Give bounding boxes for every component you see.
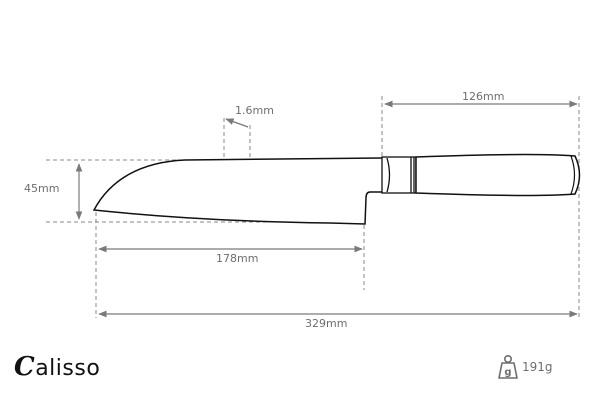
knife-handle bbox=[415, 153, 581, 197]
brand-logo: Calisso bbox=[14, 352, 100, 382]
knife-blade bbox=[92, 157, 385, 225]
brand-logo-text: alisso bbox=[35, 356, 101, 381]
thickness-arrow bbox=[225, 118, 249, 128]
total-length-label: 329mm bbox=[305, 317, 348, 330]
brand-logo-initial: C bbox=[14, 352, 36, 382]
weight-kettlebell-icon: g bbox=[498, 354, 518, 379]
weight-info: g 191g bbox=[497, 354, 553, 380]
handle-length-label: 126mm bbox=[462, 90, 505, 103]
blade-thickness-label: 1.6mm bbox=[235, 104, 274, 117]
blade-height-label: 45mm bbox=[24, 182, 60, 195]
dimension-lines bbox=[75, 100, 578, 318]
svg-text:g: g bbox=[504, 367, 511, 378]
weight-value: 191g bbox=[522, 360, 553, 374]
blade-length-label: 178mm bbox=[216, 252, 259, 265]
knife-bolster bbox=[381, 156, 417, 194]
